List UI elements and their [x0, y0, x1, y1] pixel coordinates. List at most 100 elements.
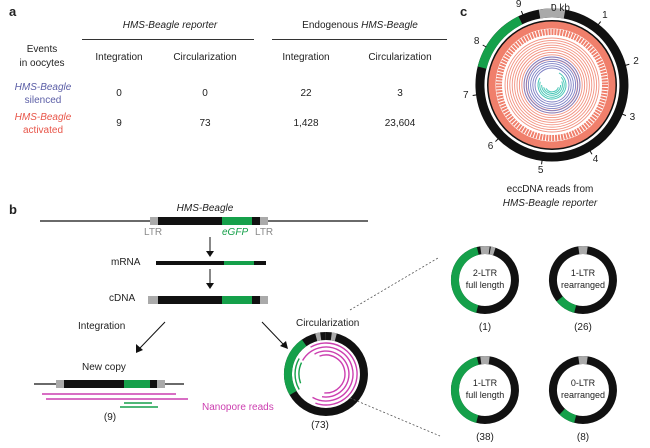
row-label-activated-name: HMS-Beagle: [14, 112, 72, 123]
class-count: (8): [576, 432, 590, 443]
eccdna-nanopore-read: [301, 346, 354, 402]
beagle-body-end: [252, 217, 260, 225]
class-count: (1): [478, 322, 492, 333]
circos-tick-label: 1: [602, 9, 608, 21]
class-circle-egfp: [450, 357, 479, 423]
row-header-oocytes: in oocytes: [19, 58, 65, 69]
circos-read-arc: [509, 42, 595, 128]
arrow-circularization: [261, 321, 284, 345]
eccdna-circle-egfp: [284, 339, 307, 395]
circos-egfp-arc: [543, 84, 562, 95]
circos-ltr-segment: [538, 8, 566, 19]
class-label-type: full length: [465, 280, 505, 290]
circos-ring: [475, 8, 629, 162]
eccdna-circle-ltr: [315, 332, 322, 342]
circos-tick: [597, 21, 602, 26]
class-circle-ltr: [489, 246, 496, 256]
column-header: Circularization: [368, 52, 432, 63]
egfp-label: eGFP: [222, 227, 249, 238]
arrow-head: [136, 344, 143, 353]
new-copy-ltr-right: [157, 380, 165, 388]
eccdna-circos-plot: [472, 4, 630, 165]
table-group-endogenous-name: HMS-Beagle: [361, 20, 418, 31]
table-cell: 0: [116, 88, 122, 99]
circos-egfp-arc: [539, 76, 565, 98]
circos-egfp-arc: [537, 72, 567, 100]
eccdna-nanopore-read: [314, 350, 350, 398]
mrna-label: mRNA: [111, 257, 141, 268]
class-circle-backbone: [549, 246, 617, 314]
class-label-type: rearranged: [560, 390, 606, 400]
circos-tick: [541, 160, 543, 165]
circos-tick-label: 9: [515, 0, 522, 10]
row-label-activated-state: activated: [22, 125, 64, 136]
table-cell: 0: [202, 88, 208, 99]
circos-egfp-segment: [477, 16, 523, 69]
column-header: Integration: [282, 52, 330, 63]
circos-tick-label: 5: [537, 165, 544, 177]
circos-read-links: [504, 37, 600, 133]
table-group-endogenous-prefix: Endogenous: [302, 20, 362, 31]
table-cell: 1,428: [293, 118, 319, 129]
new-copy-count: (9): [103, 412, 117, 423]
panel-a-label: a: [9, 4, 17, 19]
circos-ticks: [472, 4, 630, 165]
class-label-type: full length: [465, 390, 505, 400]
circos-read-arc: [514, 47, 590, 123]
table-cell: 23,604: [384, 118, 416, 129]
circos-coverage-ring: [488, 21, 616, 149]
circos-caption-line2: HMS-Beagle reporter: [502, 198, 598, 209]
eccdna-nanopore-read: [319, 354, 346, 394]
eccdna-nanopore-read: [310, 342, 358, 406]
class-circle-egfp: [559, 408, 577, 423]
class-count: (26): [574, 322, 592, 333]
class-circle-backbone: [549, 356, 617, 424]
cdna-body: [158, 296, 222, 304]
panel-c-label: c: [460, 4, 468, 19]
circos-read-arc: [521, 54, 583, 116]
table-cell: 22: [300, 88, 312, 99]
circos-tick-label: 3: [629, 112, 636, 124]
class-label-ltr: 1-LTR: [472, 378, 498, 388]
cdna-label: cDNA: [109, 293, 136, 304]
circularization-label: Circularization: [296, 318, 360, 329]
table-group-reporter: HMS-Beagle reporter: [122, 20, 218, 31]
new-copy-egfp: [124, 380, 150, 388]
mrna-body: [156, 261, 224, 265]
circos-scale-label: 0 kb: [551, 3, 570, 14]
table-cell: 9: [116, 118, 122, 129]
new-copy-ltr-left: [56, 380, 64, 388]
ltr-left-box: [150, 217, 158, 225]
class-label-ltr: 0-LTR: [570, 378, 596, 388]
circos-silenced-arc: [532, 65, 572, 105]
eccdna-egfp-read: [294, 358, 300, 390]
cdna-egfp: [222, 296, 252, 304]
table-cell: 73: [199, 118, 211, 129]
circos-read-ring: [496, 29, 608, 141]
circos-read-arc: [506, 39, 598, 131]
arrow-integration: [139, 321, 166, 349]
circos-read-arc: [518, 51, 586, 119]
class-circle-egfp: [556, 296, 577, 313]
new-copy-label: New copy: [82, 362, 126, 373]
circos-silenced-arc: [534, 67, 570, 103]
circos-tick: [482, 44, 487, 48]
zoom-line-bottom: [349, 397, 441, 437]
row-label-silenced-name: HMS-Beagle: [14, 82, 72, 93]
circos-egfp-arc: [541, 81, 563, 96]
circos-read-arc: [516, 49, 588, 121]
circos-tick-label: 6: [487, 140, 494, 152]
arrow-head: [280, 341, 288, 349]
nanopore-reads-label: Nanopore reads: [202, 402, 274, 413]
ltr-right-box: [260, 217, 268, 225]
table-rule-right: [272, 39, 447, 40]
class-label-ltr: 1-LTR: [570, 268, 596, 278]
circos-read-arc: [504, 37, 600, 133]
circos-tick-label: 7: [462, 90, 469, 102]
circos-tick: [472, 94, 477, 96]
element-name-label: HMS-Beagle: [176, 203, 234, 214]
table-cell: 3: [397, 88, 403, 99]
column-header: Integration: [95, 52, 143, 63]
